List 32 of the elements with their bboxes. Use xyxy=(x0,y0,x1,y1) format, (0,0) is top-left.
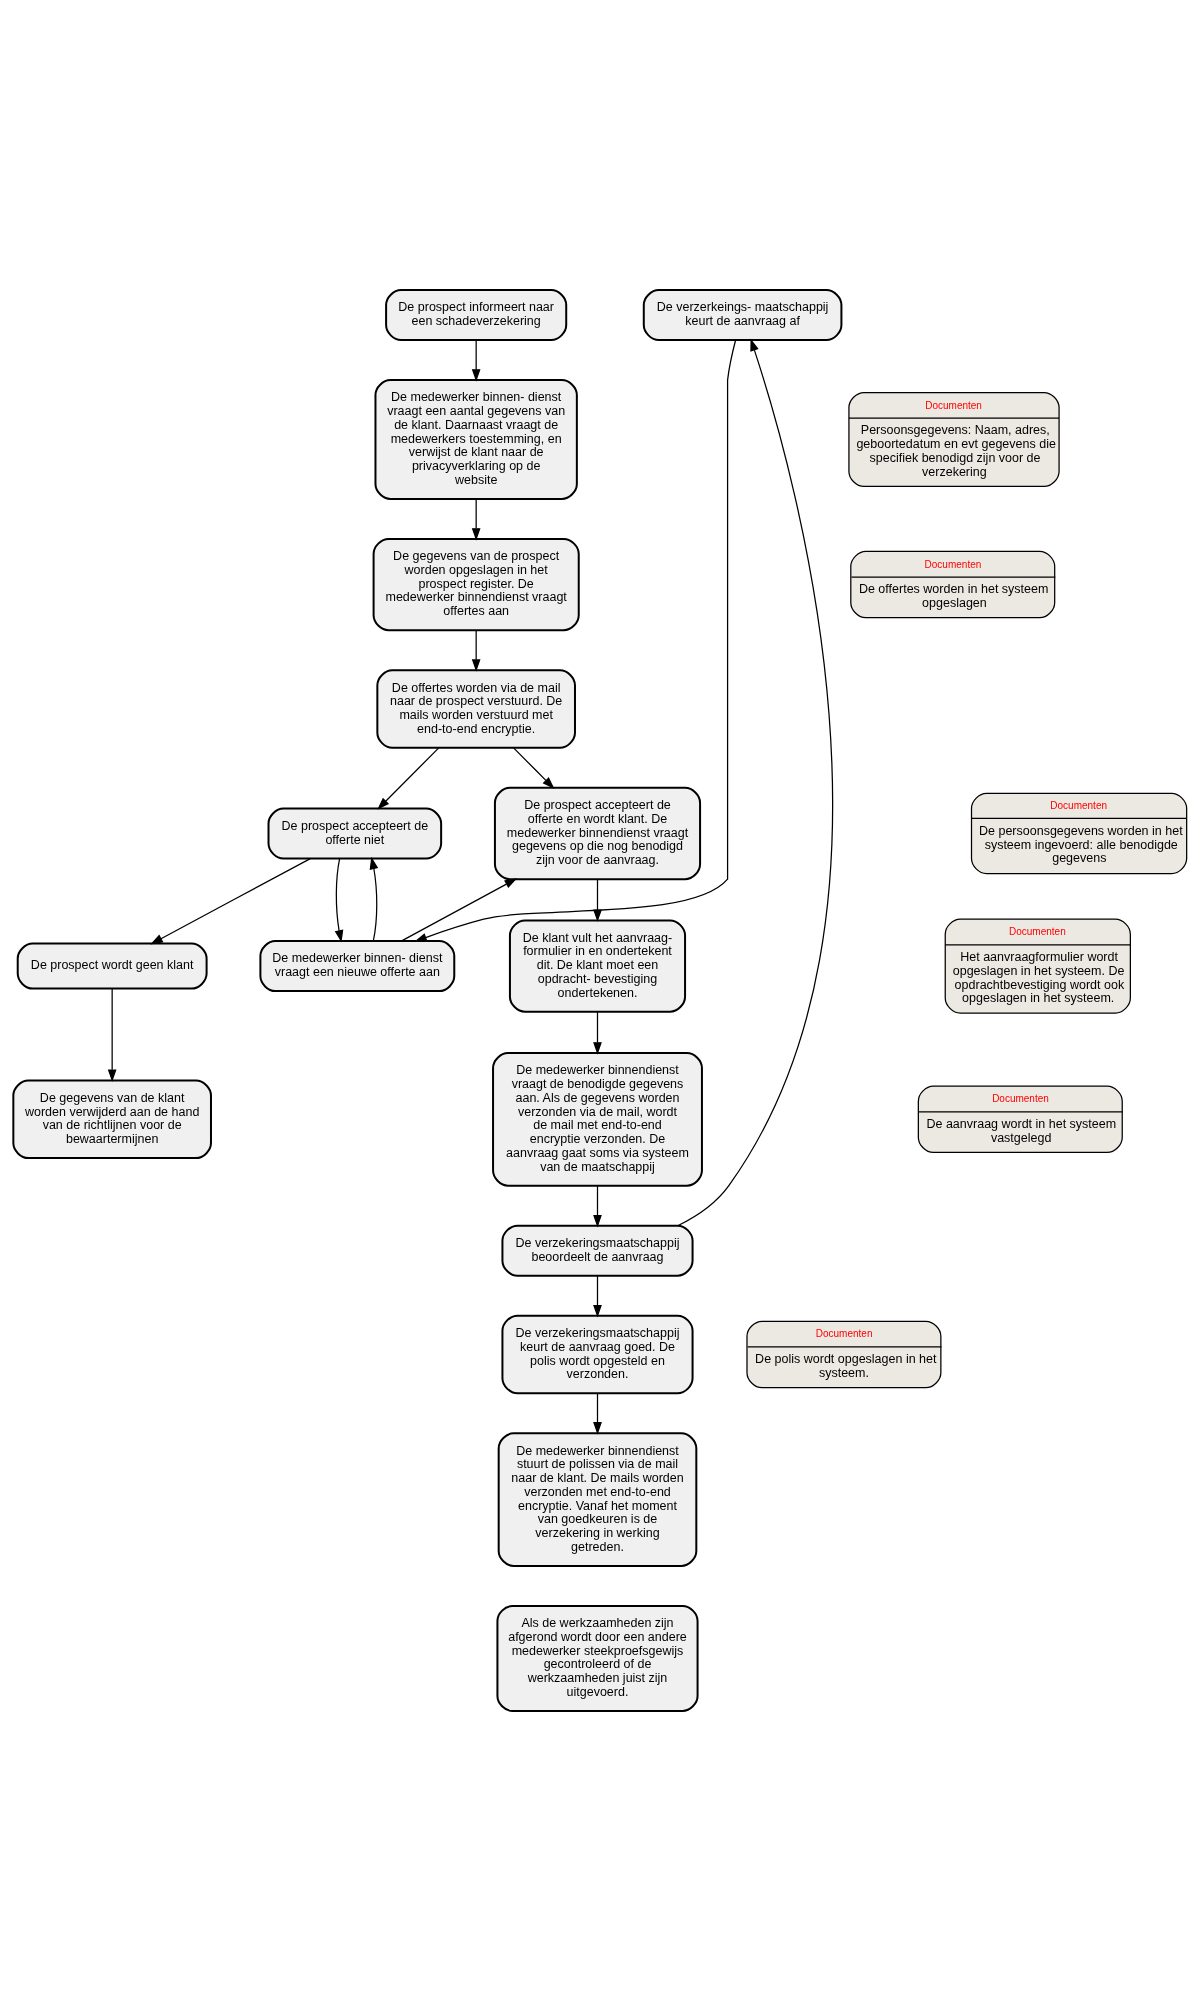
arrow xyxy=(107,987,117,1082)
node-box: De medewerker binnendienst stuurt de polissen via de mail naar de klant. De mails worden verzonden met end-to-end encryptie. Vanaf het moment van goedkeuren is de verzekering in werking getreden. xyxy=(497,1431,698,1567)
node-box: De gegevens van de prospect worden opgeslagen in het prospect register. De medewerker binnendienst vraagt offertes aan xyxy=(372,537,580,631)
node-box: De verzekeringsmaatschappij keurt de aanvraag goed. De polis wordt opgesteld en verzonden. xyxy=(501,1314,694,1394)
node-box: De prospect informeert naar een schadeverzekering xyxy=(385,288,568,341)
node-box: De medewerker binnendienst vraagt de benodigde gegevens aan. Als de gegevens worden verzonden via de mail, wordt de mail met end-to-end encryptie verzonden. De aanvraag gaat soms via systeem van de maatschappij xyxy=(492,1051,703,1187)
node-box: De prospect accepteert de offerte en wordt klant. De medewerker binnendienst vraagt gegevens op die nog benodigd zijn voor de aanvraag. xyxy=(493,786,702,880)
arrow xyxy=(334,857,344,943)
arrow xyxy=(471,629,481,672)
node-box: De gegevens van de klant worden verwijderd aan de hand van de richtlijnen voor de bewaartermijnen xyxy=(12,1079,212,1159)
arrow xyxy=(150,857,311,944)
node-box: De verzekeringsmaatschappij beoordeelt de aanvraag xyxy=(501,1224,694,1277)
arrow xyxy=(471,339,481,382)
arrow xyxy=(377,746,440,810)
arrow xyxy=(400,877,518,942)
arrow xyxy=(677,338,834,1226)
node-box: De verzerkeings- maatschappij keurt de aanvraag af xyxy=(642,288,843,341)
node-box: De prospect wordt geen klant xyxy=(16,942,208,990)
node-box: De medewerker binnen- dienst vraagt een aantal gegevens van de klant. Daarnaast vraagt de medewerkers toestemming, en verwijst de klant naar de privacyverklaring op de website xyxy=(374,378,578,500)
arrow xyxy=(593,1274,602,1317)
arrow xyxy=(593,1010,602,1055)
arrow xyxy=(593,1392,602,1435)
arrow xyxy=(369,856,379,941)
node-box: De prospect accepteert de offerte niet xyxy=(267,807,443,860)
node-box: De klant vult het aanvraag- formulier in en ondertekent dit. De klant moet een opdracht- bevestiging ondertekenen. xyxy=(508,918,687,1013)
arrow xyxy=(414,339,737,942)
arrow xyxy=(471,498,481,541)
node-box: De offertes worden via de mail naar de prospect verstuurd. De mails worden verstuurd met end-to-end encryptie. xyxy=(376,668,576,749)
arrow xyxy=(593,1184,602,1227)
arrow xyxy=(512,746,555,789)
node-box: De medewerker binnen- dienst vraagt een nieuwe offerte aan xyxy=(259,939,456,992)
node-box: Als de werkzaamheden zijn afgerond wordt door een andere medewerker steekproefsgewijs gecontroleerd of de werkzaamheden juist zijn uitgevoerd. xyxy=(496,1604,699,1712)
